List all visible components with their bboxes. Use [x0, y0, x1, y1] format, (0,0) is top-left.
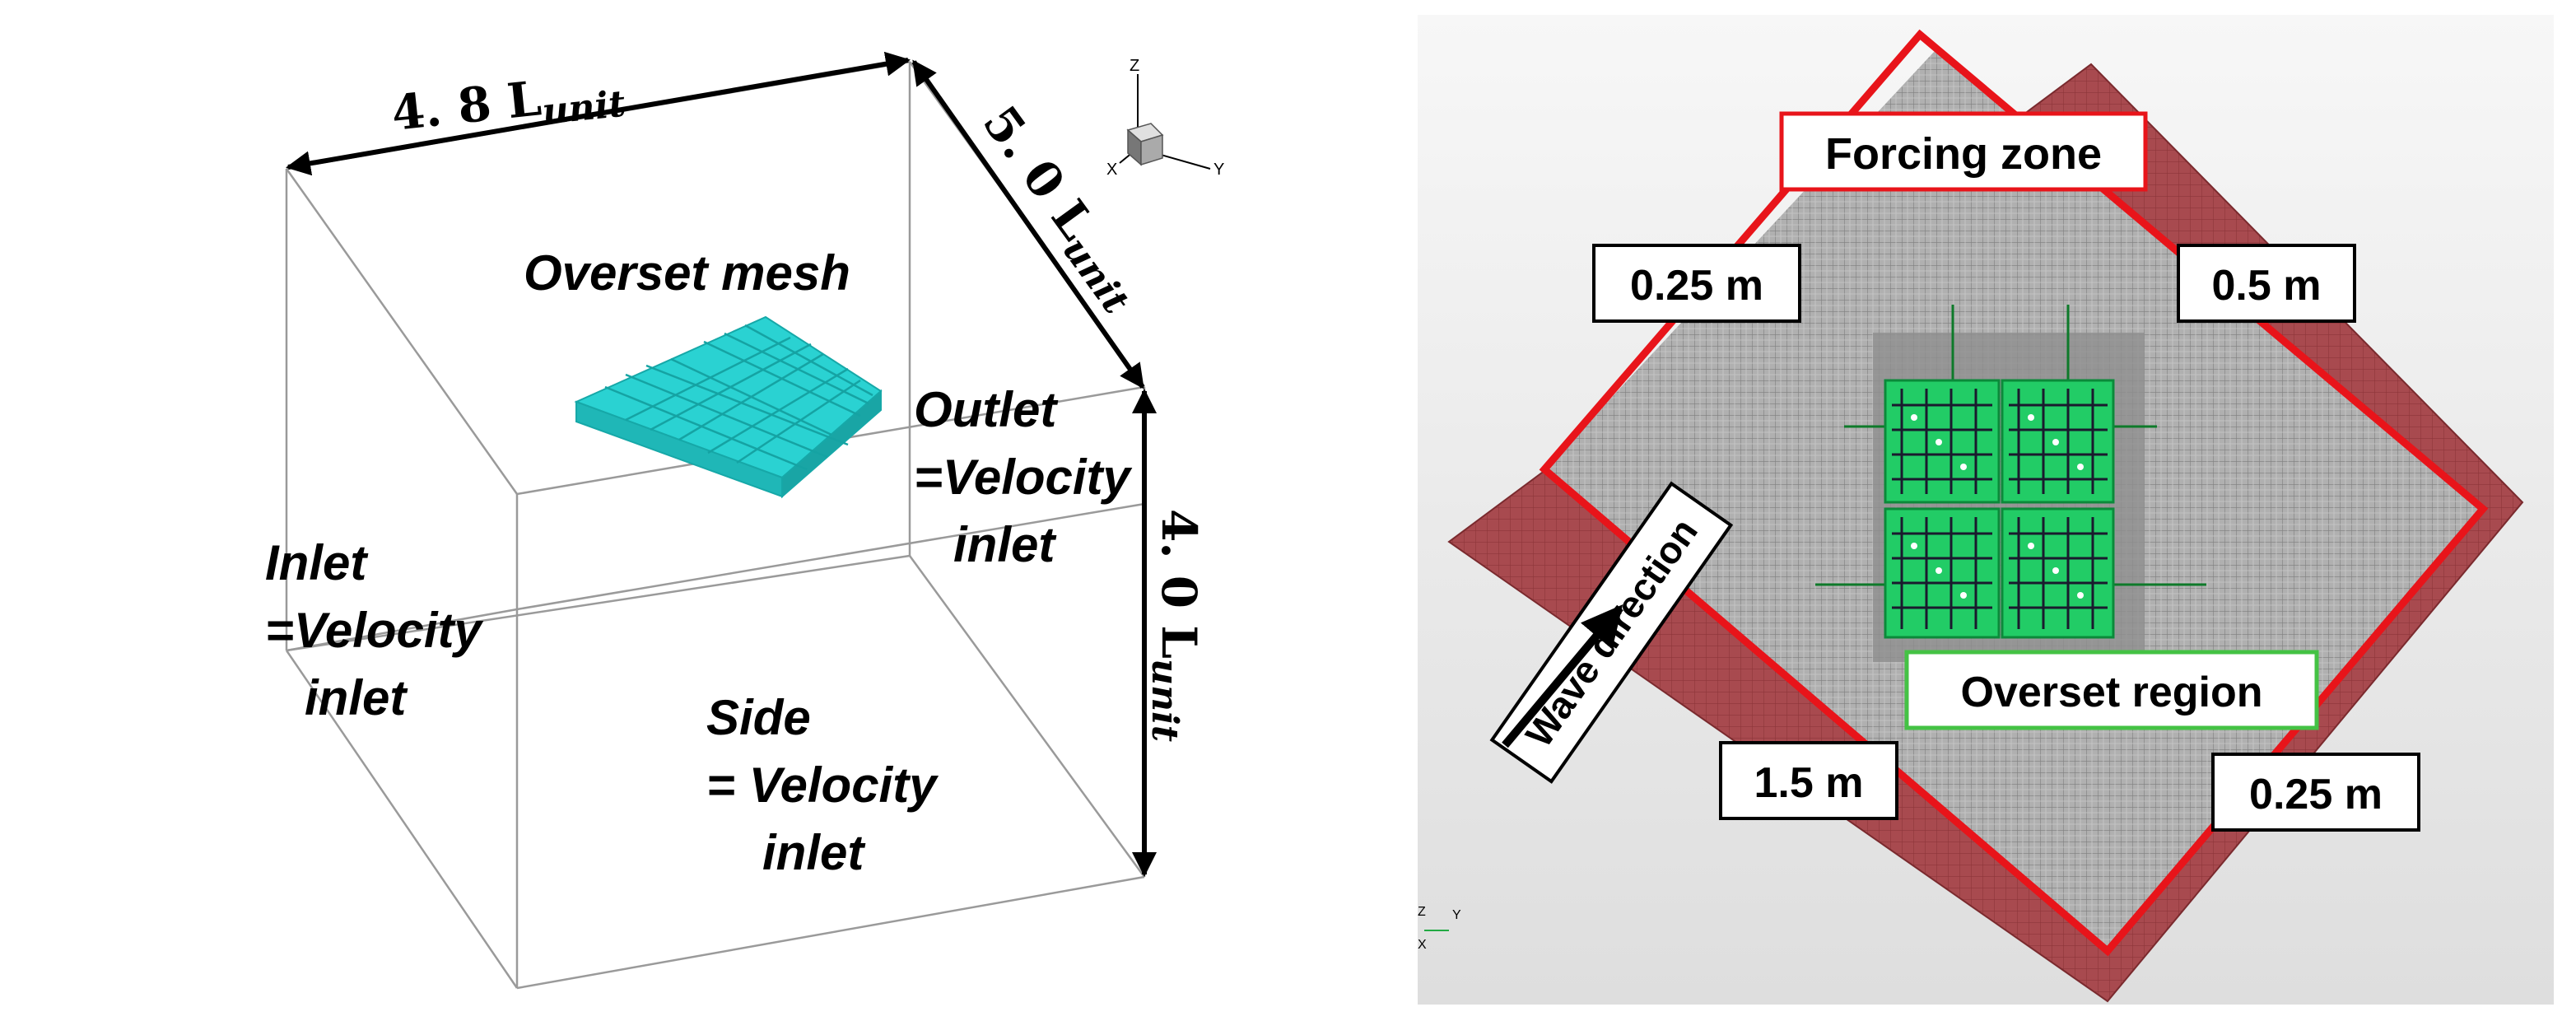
- svg-text:0.25 m: 0.25 m: [2249, 771, 2383, 818]
- overset-guide-lines: [1815, 305, 2206, 586]
- bottom-left-width-callout: 1.5 m: [1719, 741, 1898, 820]
- bottom-right-width-callout: 0.25 m: [2211, 753, 2420, 832]
- dimension-arrows: [286, 51, 1157, 877]
- forcing-zone-callout: Forcing zone: [1779, 111, 2148, 192]
- left-axis-triad: Z X Y: [1106, 57, 1224, 179]
- svg-text:Forcing zone: Forcing zone: [1825, 129, 2102, 179]
- top-right-width-callout: 0.5 m: [2177, 244, 2356, 323]
- top-left-width-callout: 0.25 m: [1592, 244, 1801, 323]
- wave-direction-arrow: [1502, 604, 1623, 748]
- width-arrow: [286, 51, 911, 176]
- right-axis-y-label: Y: [1452, 908, 1461, 922]
- outlet-label: Outlet =Velocity inlet: [914, 382, 1144, 572]
- height-dimension-label: 4. 0 Lunit: [1144, 509, 1207, 742]
- width-dimension-label: 4. 8 Lunit: [389, 62, 627, 149]
- inlet-label: Inlet =Velocity inlet: [265, 535, 496, 725]
- svg-text:0.25 m: 0.25 m: [1630, 262, 1763, 310]
- overset-blocks: [1884, 379, 2115, 639]
- axis-z-label: Z: [1130, 57, 1139, 75]
- right-axis-triad: Z Y X: [1418, 905, 1461, 952]
- left-domain-diagram: 4. 8 Lunit 5. 0 Lunit 4. 0 Lunit Overset…: [265, 51, 1224, 990]
- forcing-zone-outline: [1539, 29, 2489, 957]
- svg-text:Overset region: Overset region: [1960, 669, 2262, 716]
- depth-dimension-label: 5. 0 Lunit: [966, 96, 1154, 321]
- overset-mesh-block: [574, 315, 883, 499]
- axis-y-label: Y: [1213, 161, 1224, 179]
- axis-x-label: X: [1106, 161, 1117, 179]
- right-axis-x-label: X: [1418, 938, 1427, 952]
- right-axis-z-label: Z: [1418, 905, 1426, 919]
- right-mesh-view: Forcing zone 0.25 m 0.5 m Overset region…: [1418, 15, 2554, 1005]
- overset-region-callout: Overset region: [1904, 650, 2319, 730]
- depth-arrow: [911, 59, 1145, 389]
- overset-mesh-label: Overset mesh: [524, 245, 850, 301]
- side-label: Side = Velocity inlet: [706, 690, 950, 880]
- overset-block-1: [1884, 379, 2001, 504]
- svg-text:0.5 m: 0.5 m: [2212, 262, 2322, 310]
- svg-text:1.5 m: 1.5 m: [1754, 759, 1864, 807]
- overset-block-3: [1884, 507, 2001, 639]
